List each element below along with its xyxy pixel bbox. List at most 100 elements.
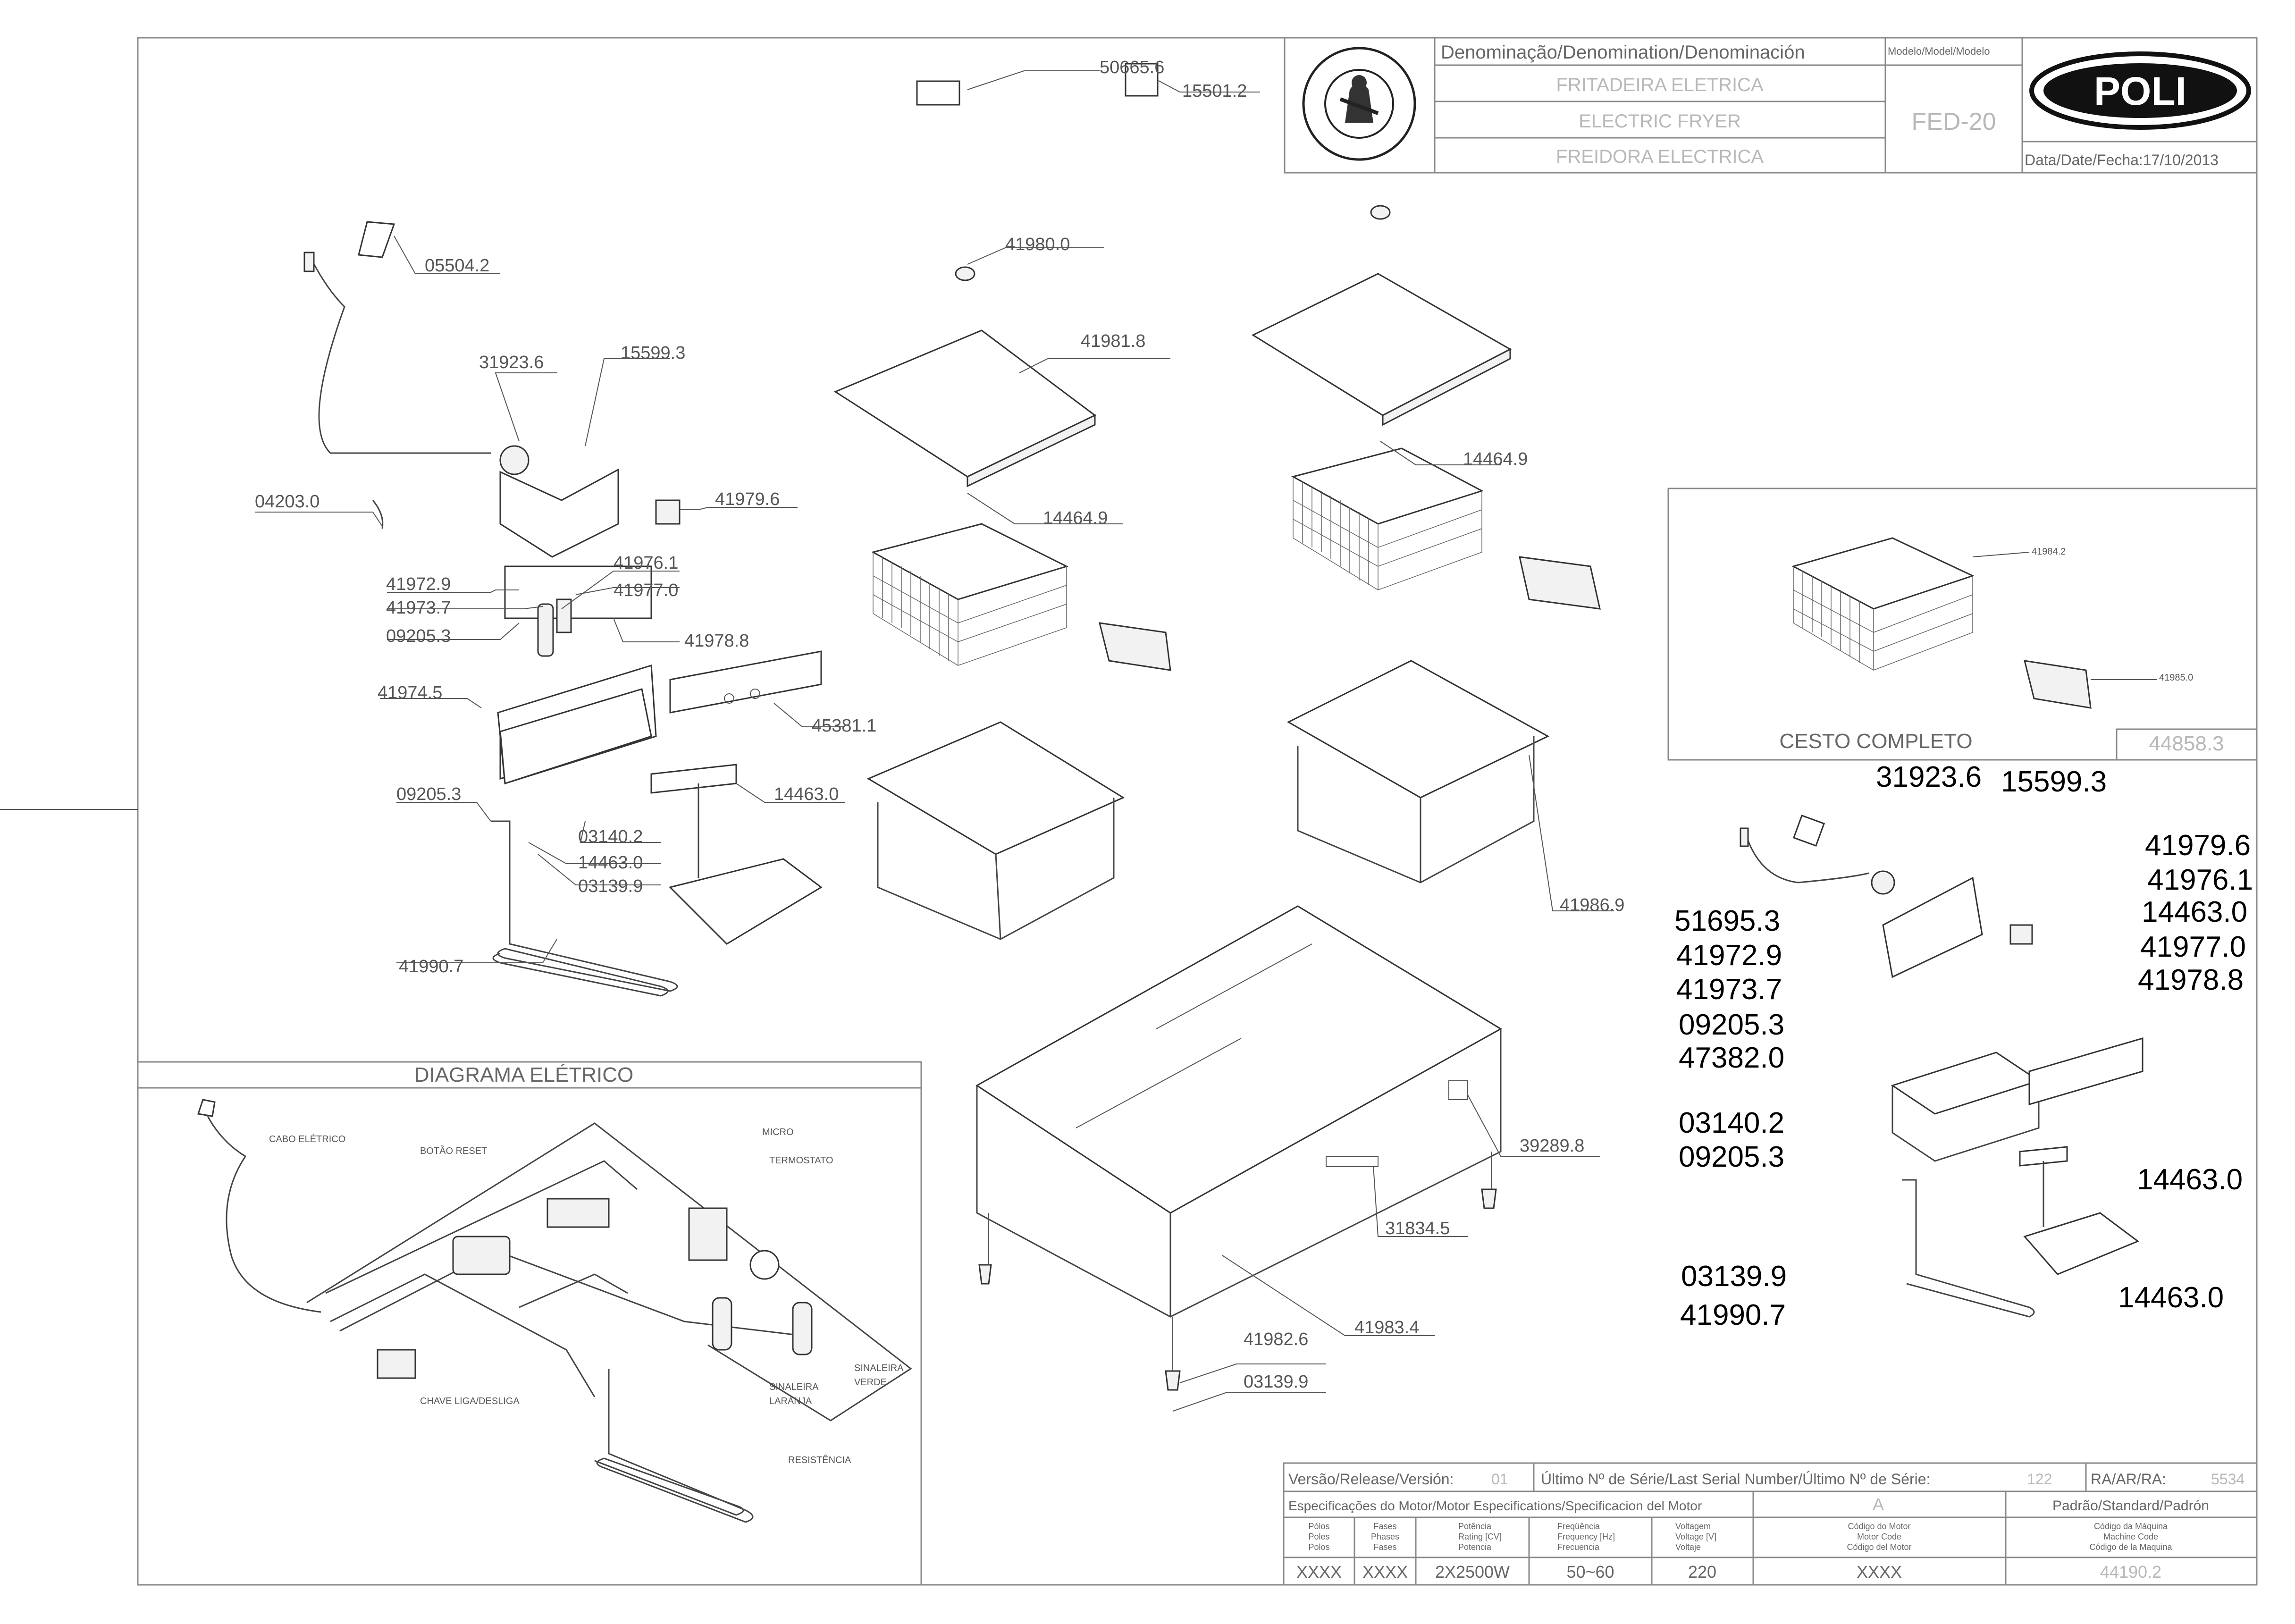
part-03140-2: 03140.2 (578, 827, 643, 847)
part-14463-0-b: 14463.0 (578, 853, 643, 873)
kit-code-41978-8: 41978.8 (2138, 964, 2244, 996)
wiring-diagram-box: DIAGRAMA ELÉTRICO CABO ELÉTRICO BOTÃO RE… (137, 1061, 922, 1586)
part-41976-1: 41976.1 (614, 553, 678, 573)
kit-plug-icon (1740, 827, 1749, 847)
motor-spec-label: Especificações do Motor/Motor Especifica… (1288, 1498, 1702, 1513)
reset-button-part (499, 445, 530, 475)
label-sinaleira-verde-2: VERDE (854, 1377, 887, 1388)
reset-button-component (452, 1236, 511, 1275)
part-50665-6: 50665.6 (1100, 58, 1164, 77)
kit-heating-element (1902, 1179, 2035, 1318)
kit-code-15599-3: 15599.3 (2001, 766, 2107, 798)
part-05504-2: 05504.2 (425, 256, 489, 276)
kit-code-03140-2: 03140.2 (1679, 1107, 1784, 1139)
ra-value: 5534 (2211, 1471, 2245, 1488)
part-41990-7: 41990.7 (399, 957, 463, 976)
motor-letter: A (1873, 1495, 1884, 1514)
tank-left (866, 721, 1125, 855)
kit-code-14463-0: 14463.0 (2142, 896, 2247, 928)
denomination-header: Denominação/Denomination/Denominación (1441, 42, 1805, 63)
kit-housing (1891, 1052, 2041, 1115)
part-09205-3-b: 09205.3 (396, 784, 461, 804)
part-39289-8: 39289.8 (1520, 1136, 1584, 1156)
switch-housing (499, 688, 652, 785)
plug-icon (197, 1099, 216, 1117)
col-poles-1: Pólos (1308, 1522, 1329, 1531)
crumb-tray (669, 858, 823, 945)
poli-logo-text: POLI (2094, 69, 2186, 113)
part-15599-3: 15599.3 (621, 343, 685, 363)
col-phases-1: Fases (1373, 1522, 1396, 1531)
kit-code-09205-3: 09205.3 (1679, 1009, 1784, 1041)
name-pt: FRITADEIRA ELETRICA (1556, 75, 1764, 95)
col-motor-code-2: Motor Code (1857, 1532, 1901, 1541)
label-plate-icon (1125, 63, 1159, 97)
kit-code-14463-0-c: 14463.0 (2118, 1281, 2224, 1314)
standard-label: Padrão/Standard/Padrón (2052, 1498, 2209, 1514)
model-code: FED-20 (1911, 108, 1996, 135)
lid-right (1251, 273, 1512, 416)
kit-code-03139-9: 03139.9 (1681, 1260, 1787, 1293)
part-41985-0: 41985.0 (2159, 673, 2193, 683)
part-03139-9: 03139.9 (578, 876, 643, 896)
part-41986-9: 41986.9 (1560, 895, 1624, 915)
kit-code-47382-0: 47382.0 (1679, 1042, 1784, 1074)
label-chave: CHAVE LIGA/DESLIGA (420, 1396, 520, 1406)
part-41982-6: 41982.6 (1244, 1329, 1308, 1349)
part-41980-0: 41980.0 (1005, 235, 1070, 254)
label-micro: MICRO (762, 1127, 794, 1137)
value-poles: XXXX (1296, 1562, 1342, 1582)
thermostat-component (688, 1207, 728, 1261)
footer-spec-table: Versão/Release/Versión: 01 Último Nº de … (1283, 1462, 2258, 1586)
name-en: ELECTRIC FRYER (1579, 111, 1741, 132)
col-poles-2: Poles (1308, 1532, 1329, 1541)
kit-code-41973-7: 41973.7 (1676, 973, 1782, 1006)
ra-label: RA/AR/RA: (2091, 1471, 2166, 1488)
part-41978-8: 41978.8 (684, 631, 749, 651)
value-machine-code: 44190.2 (2100, 1562, 2161, 1582)
value-voltage: 220 (1688, 1562, 1716, 1582)
col-freq-2: Frequency [Hz] (1557, 1532, 1615, 1541)
part-31834-5: 31834.5 (1385, 1219, 1450, 1238)
tank-right (1286, 660, 1550, 799)
green-lamp-component (792, 1302, 813, 1355)
control-bracket (499, 468, 619, 558)
value-frequency: 50~60 (1566, 1562, 1614, 1582)
kit-crumb-tray (2023, 1212, 2140, 1275)
lid-knob-right (1370, 205, 1391, 220)
thermostat-knob-icon (749, 1250, 780, 1280)
control-assembly (303, 63, 1159, 997)
micro-switch-part (655, 499, 681, 525)
part-45381-1: 45381.1 (812, 716, 876, 736)
label-sinaleira-verde-1: SINALEIRA (854, 1363, 904, 1373)
label-botao: BOTÃO RESET (420, 1145, 487, 1156)
cabinet-switch-cutout (1448, 1080, 1468, 1100)
heating-element-part (491, 820, 678, 997)
label-termostato: TERMOSTATO (769, 1155, 833, 1166)
part-41979-6: 41979.6 (715, 489, 780, 509)
kit-code-09205-3-b: 09205.3 (1679, 1141, 1784, 1173)
lamp-part-1 (537, 603, 554, 657)
basket-complete-box: CESTO COMPLETO 44858.3 (1667, 488, 2258, 761)
date-label: Data/Date/Fecha:17/10/2013 (2025, 151, 2219, 168)
part-31923-6: 31923.6 (479, 353, 544, 372)
part-14463-0: 14463.0 (774, 784, 839, 804)
kit-codes: 31923.6 15599.3 41979.6 41976.1 14463.0 … (1674, 761, 2253, 1331)
kit-bracket (1882, 876, 1983, 978)
kit-tag-icon (1793, 815, 1825, 847)
kit-code-41972-9: 41972.9 (1676, 939, 1782, 972)
col-phases-2: Phases (1371, 1532, 1399, 1541)
poli-logo: POLI (2029, 51, 2251, 130)
kit-code-41977-0: 41977.0 (2140, 931, 2246, 963)
col-machine-code-1: Código da Máquina (2094, 1522, 2168, 1531)
foot-1 (978, 1264, 992, 1285)
value-motor-code: XXXX (1857, 1562, 1902, 1582)
part-15501-2: 15501.2 (1182, 81, 1247, 101)
lamp-part-2 (556, 598, 572, 633)
version-label: Versão/Release/Versión: (1288, 1471, 1454, 1488)
col-motor-code-3: Código del Motor (1847, 1542, 1911, 1552)
part-41983-4: 41983.4 (1354, 1318, 1419, 1338)
label-sinaleira-laranja-1: SINALEIRA (769, 1382, 819, 1392)
kit-code-41990-7: 41990.7 (1680, 1299, 1786, 1331)
